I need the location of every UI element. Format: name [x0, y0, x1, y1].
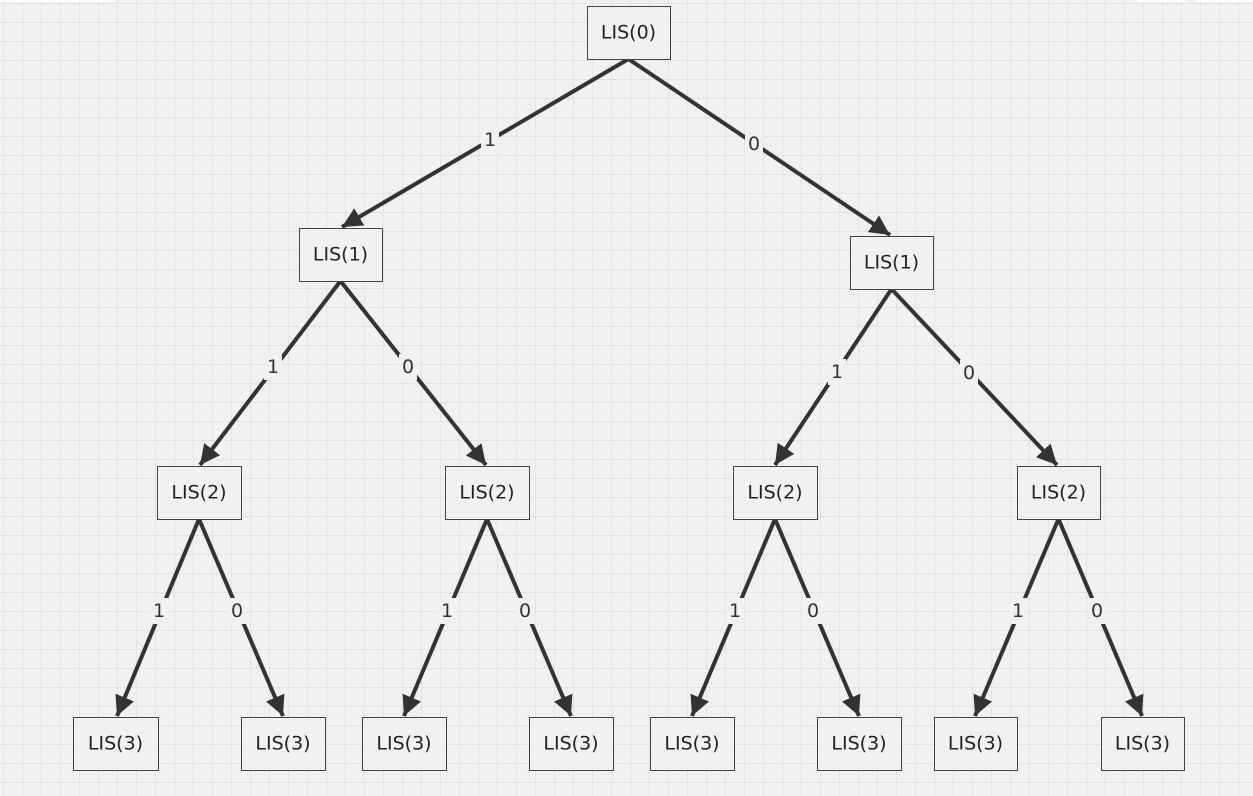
node-box[interactable] — [817, 717, 902, 771]
node-label: LIS(2) — [747, 482, 802, 504]
node-label: LIS(1) — [864, 252, 919, 274]
edge-label-n0-n1: 1 — [484, 129, 496, 151]
edge-label-background — [745, 131, 763, 157]
edge-label-background — [828, 359, 846, 385]
node-box[interactable] — [445, 466, 530, 520]
node-box[interactable] — [73, 717, 159, 771]
node-label: LIS(2) — [171, 482, 226, 504]
edge-label-background — [228, 598, 246, 624]
node-label: LIS(3) — [948, 733, 1003, 755]
node-n1[interactable]: LIS(1) — [299, 228, 383, 282]
node-label: LIS(3) — [664, 733, 719, 755]
node-n3[interactable]: LIS(2) — [157, 466, 242, 520]
canvas-top-edge-right-b — [1197, 0, 1253, 2]
node-box[interactable] — [850, 236, 934, 290]
edge-label-background — [481, 127, 499, 153]
edges-layer — [115, 57, 1144, 717]
node-box[interactable] — [299, 228, 383, 282]
node-box[interactable] — [587, 6, 671, 60]
node-n0[interactable]: LIS(0) — [587, 6, 671, 60]
edge-label-background — [1009, 598, 1027, 624]
node-n6[interactable]: LIS(2) — [1017, 466, 1101, 520]
node-box[interactable] — [529, 717, 614, 771]
edge-label-background — [399, 354, 417, 380]
node-label: LIS(3) — [543, 733, 598, 755]
canvas-top-edge-left — [0, 0, 115, 2]
nodes-layer: LIS(0) LIS(1) LIS(1) LIS(2) LIS(2) LIS(2) LIS(… — [73, 6, 1185, 771]
node-box[interactable] — [1017, 466, 1101, 520]
edge-label-n2-n6: 0 — [963, 362, 975, 384]
node-label: LIS(0) — [601, 22, 656, 44]
node-label: LIS(1) — [313, 244, 368, 266]
node-box[interactable] — [1101, 717, 1185, 771]
edge-label-background — [960, 360, 978, 386]
edge-label-n5-n12: 0 — [807, 600, 819, 622]
node-n8[interactable]: LIS(3) — [241, 717, 326, 771]
edge-label-n6-n13: 1 — [1012, 600, 1024, 622]
edge-labels-layer: 1 0 1 0 1 0 1 0 1 0 1 0 1 0 — [150, 127, 1106, 624]
node-box[interactable] — [733, 466, 818, 520]
edge-label-n0-n2: 0 — [748, 133, 760, 155]
node-n12[interactable]: LIS(3) — [817, 717, 902, 771]
edge-label-n1-n3: 1 — [267, 356, 279, 378]
node-n7[interactable]: LIS(3) — [73, 717, 159, 771]
node-n13[interactable]: LIS(3) — [934, 717, 1018, 771]
node-box[interactable] — [934, 717, 1018, 771]
edge-label-n4-n10: 0 — [519, 600, 531, 622]
node-n11[interactable]: LIS(3) — [650, 717, 735, 771]
canvas-top-edge-right-a — [1136, 0, 1186, 2]
edge-label-background — [438, 598, 456, 624]
node-box[interactable] — [157, 466, 242, 520]
edge-label-n3-n7: 1 — [153, 600, 165, 622]
edge-label-background — [726, 598, 744, 624]
edge-label-background — [804, 598, 822, 624]
node-n4[interactable]: LIS(2) — [445, 466, 530, 520]
edge-label-background — [264, 354, 282, 380]
node-label: LIS(2) — [1031, 482, 1086, 504]
node-label: LIS(2) — [459, 482, 514, 504]
node-n10[interactable]: LIS(3) — [529, 717, 614, 771]
edge-label-n3-n8: 0 — [231, 600, 243, 622]
edge-label-background — [516, 598, 534, 624]
edge-label-n1-n4: 0 — [402, 356, 414, 378]
edge-label-n5-n11: 1 — [729, 600, 741, 622]
node-n5[interactable]: LIS(2) — [733, 466, 818, 520]
edge-label-n6-n14: 0 — [1091, 600, 1103, 622]
node-label: LIS(3) — [88, 733, 143, 755]
node-box[interactable] — [650, 717, 735, 771]
node-label: LIS(3) — [376, 733, 431, 755]
node-n9[interactable]: LIS(3) — [362, 717, 447, 771]
node-label: LIS(3) — [255, 733, 310, 755]
edge-label-n2-n5: 1 — [831, 361, 843, 383]
node-n2[interactable]: LIS(1) — [850, 236, 934, 290]
node-box[interactable] — [241, 717, 326, 771]
edge-label-n4-n9: 1 — [441, 600, 453, 622]
edge-label-background — [150, 598, 168, 624]
edge-label-background — [1088, 598, 1106, 624]
node-box[interactable] — [362, 717, 447, 771]
node-label: LIS(3) — [831, 733, 886, 755]
node-label: LIS(3) — [1115, 733, 1170, 755]
node-n14[interactable]: LIS(3) — [1101, 717, 1185, 771]
